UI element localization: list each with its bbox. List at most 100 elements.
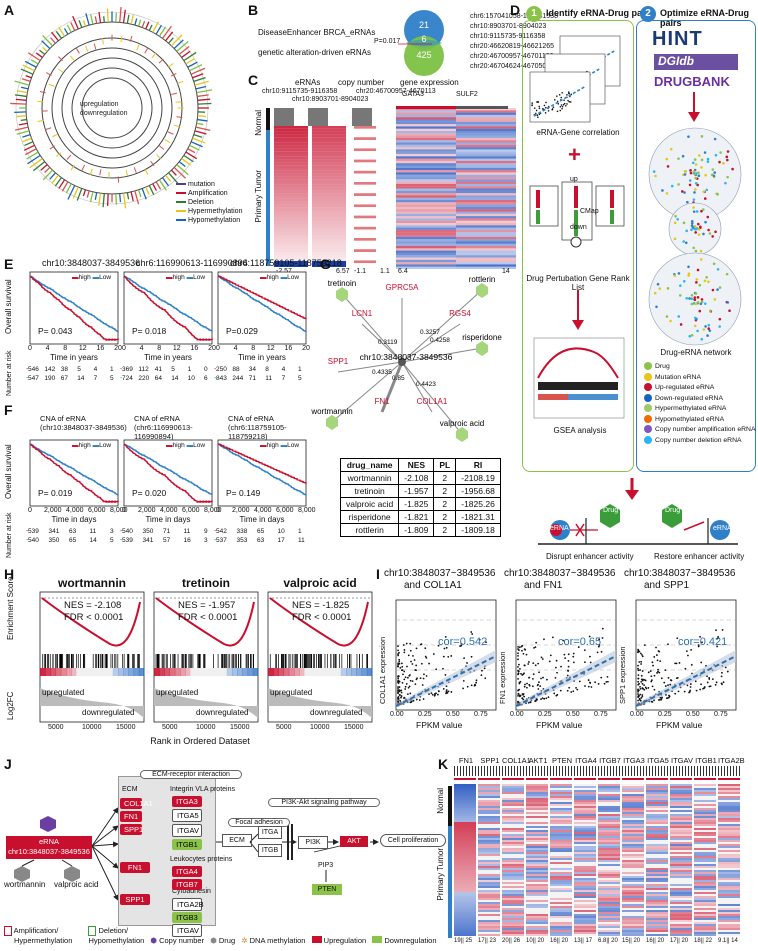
k-cell	[574, 822, 596, 824]
k-cell	[646, 812, 668, 814]
erna-cell	[274, 128, 308, 132]
circos-outer-bar	[14, 126, 29, 131]
erna-cell	[274, 240, 308, 244]
erna-cell	[274, 176, 308, 180]
k-cell	[718, 922, 740, 924]
k-heatmap-grid	[454, 784, 740, 936]
k-cell	[502, 798, 524, 800]
k-cell	[502, 832, 524, 834]
k-cell	[694, 898, 716, 900]
k-cell	[526, 810, 548, 812]
k-scale-label: 10|| 20	[526, 938, 545, 944]
gene-spp1: SPP1	[120, 824, 143, 835]
k-cell	[502, 906, 524, 908]
k-cell	[574, 886, 596, 888]
data-point	[567, 665, 570, 668]
km-legend: ▬high ▬Low	[260, 274, 300, 281]
data-point	[653, 674, 656, 677]
k-cell	[598, 904, 620, 906]
legend-low: Low	[99, 442, 112, 449]
data-point	[721, 629, 724, 631]
k-cell	[454, 792, 476, 794]
risk-low: 350	[48, 537, 60, 544]
ge-cell	[396, 108, 456, 111]
k-cell	[478, 898, 500, 900]
legend-label: Drug	[655, 363, 670, 370]
k-cell	[526, 920, 548, 922]
table-cell: -1825.26	[455, 497, 501, 511]
k-cell	[670, 856, 692, 858]
cn-cell	[354, 232, 376, 236]
data-point	[403, 678, 406, 681]
arrow-down-2	[688, 92, 700, 122]
network-edge	[401, 361, 463, 435]
k-cell	[478, 840, 500, 842]
k-cell	[646, 864, 668, 866]
k-cell	[574, 820, 596, 822]
circos-outer-bar	[55, 30, 62, 39]
data-point	[577, 646, 580, 648]
k-cell	[526, 852, 548, 854]
network-node	[688, 334, 692, 338]
cn-cell	[354, 170, 376, 174]
k-cell	[550, 834, 572, 836]
k-cell	[598, 800, 620, 802]
k-cell	[718, 844, 740, 846]
k-cell	[550, 838, 572, 840]
network-node	[703, 279, 707, 283]
scatter-plot	[635, 599, 737, 711]
scatter-point	[557, 103, 560, 105]
circos-outer-bar	[178, 161, 186, 167]
k-cell	[454, 866, 476, 868]
k-cell	[478, 830, 500, 832]
erna-cell	[312, 215, 346, 219]
ge-cell	[396, 246, 456, 249]
circos-outer-bar	[197, 102, 212, 105]
network-node	[719, 151, 722, 154]
network-node	[694, 249, 698, 253]
k-cell	[622, 818, 644, 820]
leuko-title: Leukocytes proteins	[170, 856, 233, 863]
inhibit-edge	[21, 859, 35, 867]
erna-cell	[274, 196, 308, 199]
data-point	[402, 644, 405, 646]
k-cell	[574, 798, 596, 800]
gene-track	[478, 766, 500, 776]
ge-cell	[456, 108, 516, 111]
erna-gene-scatter-stack	[529, 35, 621, 123]
k-cell	[526, 788, 548, 790]
regulation-arrow	[91, 845, 119, 901]
k-cell	[646, 806, 668, 808]
x-tick: 5000	[276, 724, 292, 731]
cn-cell	[354, 235, 376, 238]
k-cell	[646, 802, 668, 804]
x-tick: 16	[96, 345, 105, 352]
network-node	[677, 183, 680, 186]
k-cell	[502, 884, 524, 886]
arrow-down-3	[625, 478, 639, 500]
erna-cell	[274, 145, 308, 149]
network-node	[678, 294, 682, 297]
k-cell	[622, 930, 644, 932]
k-cell	[502, 820, 524, 822]
k-cell	[622, 842, 644, 844]
erna-cell	[312, 243, 346, 247]
scatter-title: chr10:3848037~3849536	[384, 568, 496, 579]
circos-outer-bar	[98, 12, 102, 23]
k-cell	[526, 910, 548, 912]
k-cell	[694, 922, 716, 924]
data-point	[534, 700, 537, 702]
scale1-min: -2.57	[276, 268, 292, 275]
data-point	[425, 656, 428, 659]
k-cell	[694, 860, 716, 862]
k-cell	[670, 928, 692, 930]
erna-normal-block	[308, 108, 328, 126]
k-cell	[598, 884, 620, 886]
k-row-normal: Normal	[436, 788, 445, 814]
gene-track	[574, 766, 596, 776]
data-point	[661, 696, 663, 699]
legend-dot	[644, 393, 652, 402]
data-point	[572, 661, 575, 664]
circos-outer-bar	[189, 144, 200, 151]
data-point	[397, 696, 399, 699]
